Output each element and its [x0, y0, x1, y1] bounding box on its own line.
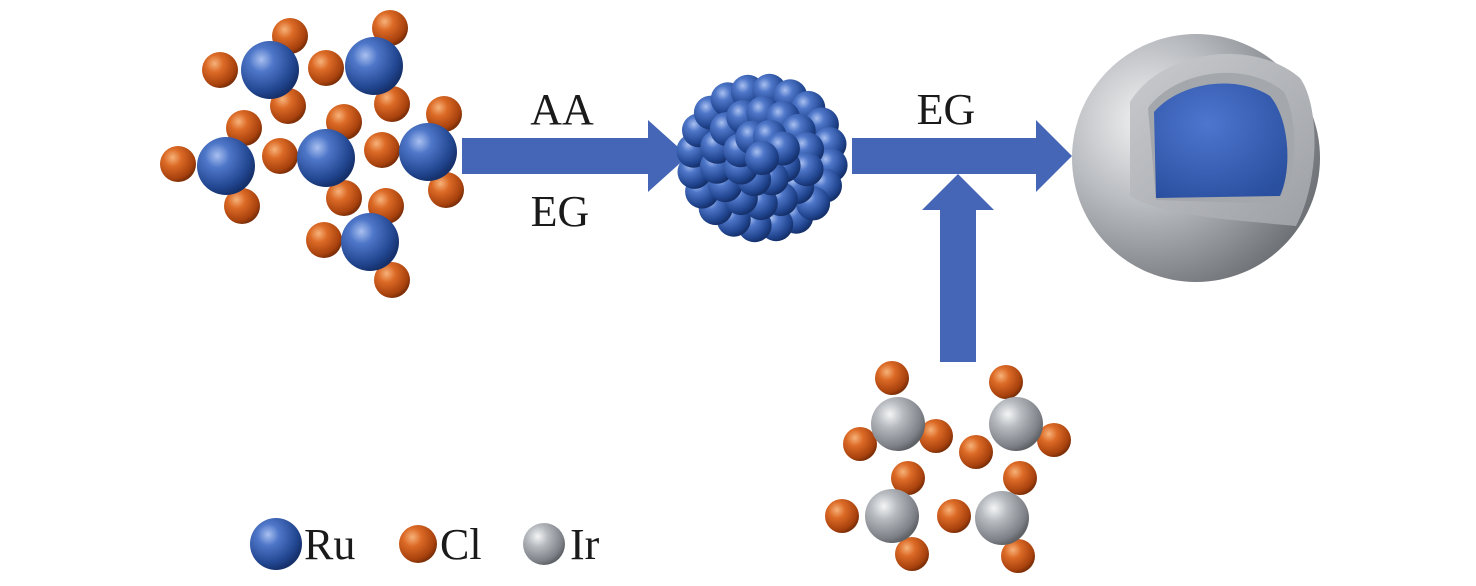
- ir-atom: [865, 489, 919, 543]
- ru-atom: [197, 137, 255, 195]
- cl-atom: [989, 365, 1023, 399]
- cl-atom: [891, 461, 925, 495]
- cl-atom: [372, 10, 408, 46]
- ir-atom: [871, 397, 925, 451]
- cl-atom-icon: [399, 525, 437, 563]
- ru-atom-icon: [250, 518, 302, 570]
- cl-atom: [959, 435, 993, 469]
- ru-atom: [345, 37, 403, 95]
- cl-atom: [306, 222, 342, 258]
- cl-atom: [426, 96, 462, 132]
- arrow-1-label-top: AA: [530, 85, 594, 134]
- arrow-step-1: AA EG: [462, 85, 688, 236]
- cl-atom: [428, 172, 464, 208]
- legend-label-cl: Cl: [440, 520, 482, 569]
- cl-atom: [1001, 539, 1035, 573]
- cl-atom: [937, 499, 971, 533]
- cl-atom: [262, 138, 298, 174]
- cl-atom: [202, 52, 238, 88]
- ir-atom: [975, 491, 1029, 545]
- cl-atom: [308, 50, 344, 86]
- ir-atom-icon: [523, 523, 565, 565]
- arrow-1-shape: [462, 120, 688, 192]
- cl-atom: [1037, 423, 1071, 457]
- ru-nanoparticle: [676, 73, 848, 243]
- arrow-step-2: EG: [852, 85, 1072, 192]
- cl-atom: [364, 132, 400, 168]
- ru-atom: [297, 129, 355, 187]
- cl-atom: [226, 110, 262, 146]
- cl-atom: [374, 262, 410, 298]
- legend-item-ru: Ru: [250, 518, 355, 570]
- cl-atom: [875, 361, 909, 395]
- cl-atom: [843, 427, 877, 461]
- cl-atom: [326, 180, 362, 216]
- arrow-2-label-top: EG: [917, 85, 976, 134]
- legend: Ru Cl Ir: [250, 518, 600, 570]
- cl-atom: [160, 146, 196, 182]
- ru-ir-core-shell-sphere: [1072, 34, 1320, 282]
- ru-nanoparticle-atom: [745, 141, 779, 175]
- cl-atom: [825, 499, 859, 533]
- ir-atom: [989, 397, 1043, 451]
- cl-atom: [919, 419, 953, 453]
- ru-precursor-cluster: [160, 10, 464, 298]
- ru-atom: [399, 123, 457, 181]
- arrow-2-shape: [852, 120, 1072, 192]
- ir-precursor-cluster: [825, 361, 1071, 573]
- legend-label-ru: Ru: [304, 520, 355, 569]
- cl-atom: [224, 188, 260, 224]
- ru-atom: [341, 213, 399, 271]
- ru-atom: [241, 41, 299, 99]
- arrow-3-shape: [922, 174, 994, 362]
- legend-label-ir: Ir: [570, 520, 600, 569]
- legend-item-ir: Ir: [523, 520, 600, 569]
- cl-atom: [895, 537, 929, 571]
- legend-item-cl: Cl: [399, 520, 482, 569]
- cl-atom: [374, 86, 410, 122]
- arrow-1-label-bottom: EG: [531, 187, 590, 236]
- cl-atom: [1003, 461, 1037, 495]
- ru-core: [1154, 83, 1288, 198]
- arrow-step-3: [922, 174, 994, 362]
